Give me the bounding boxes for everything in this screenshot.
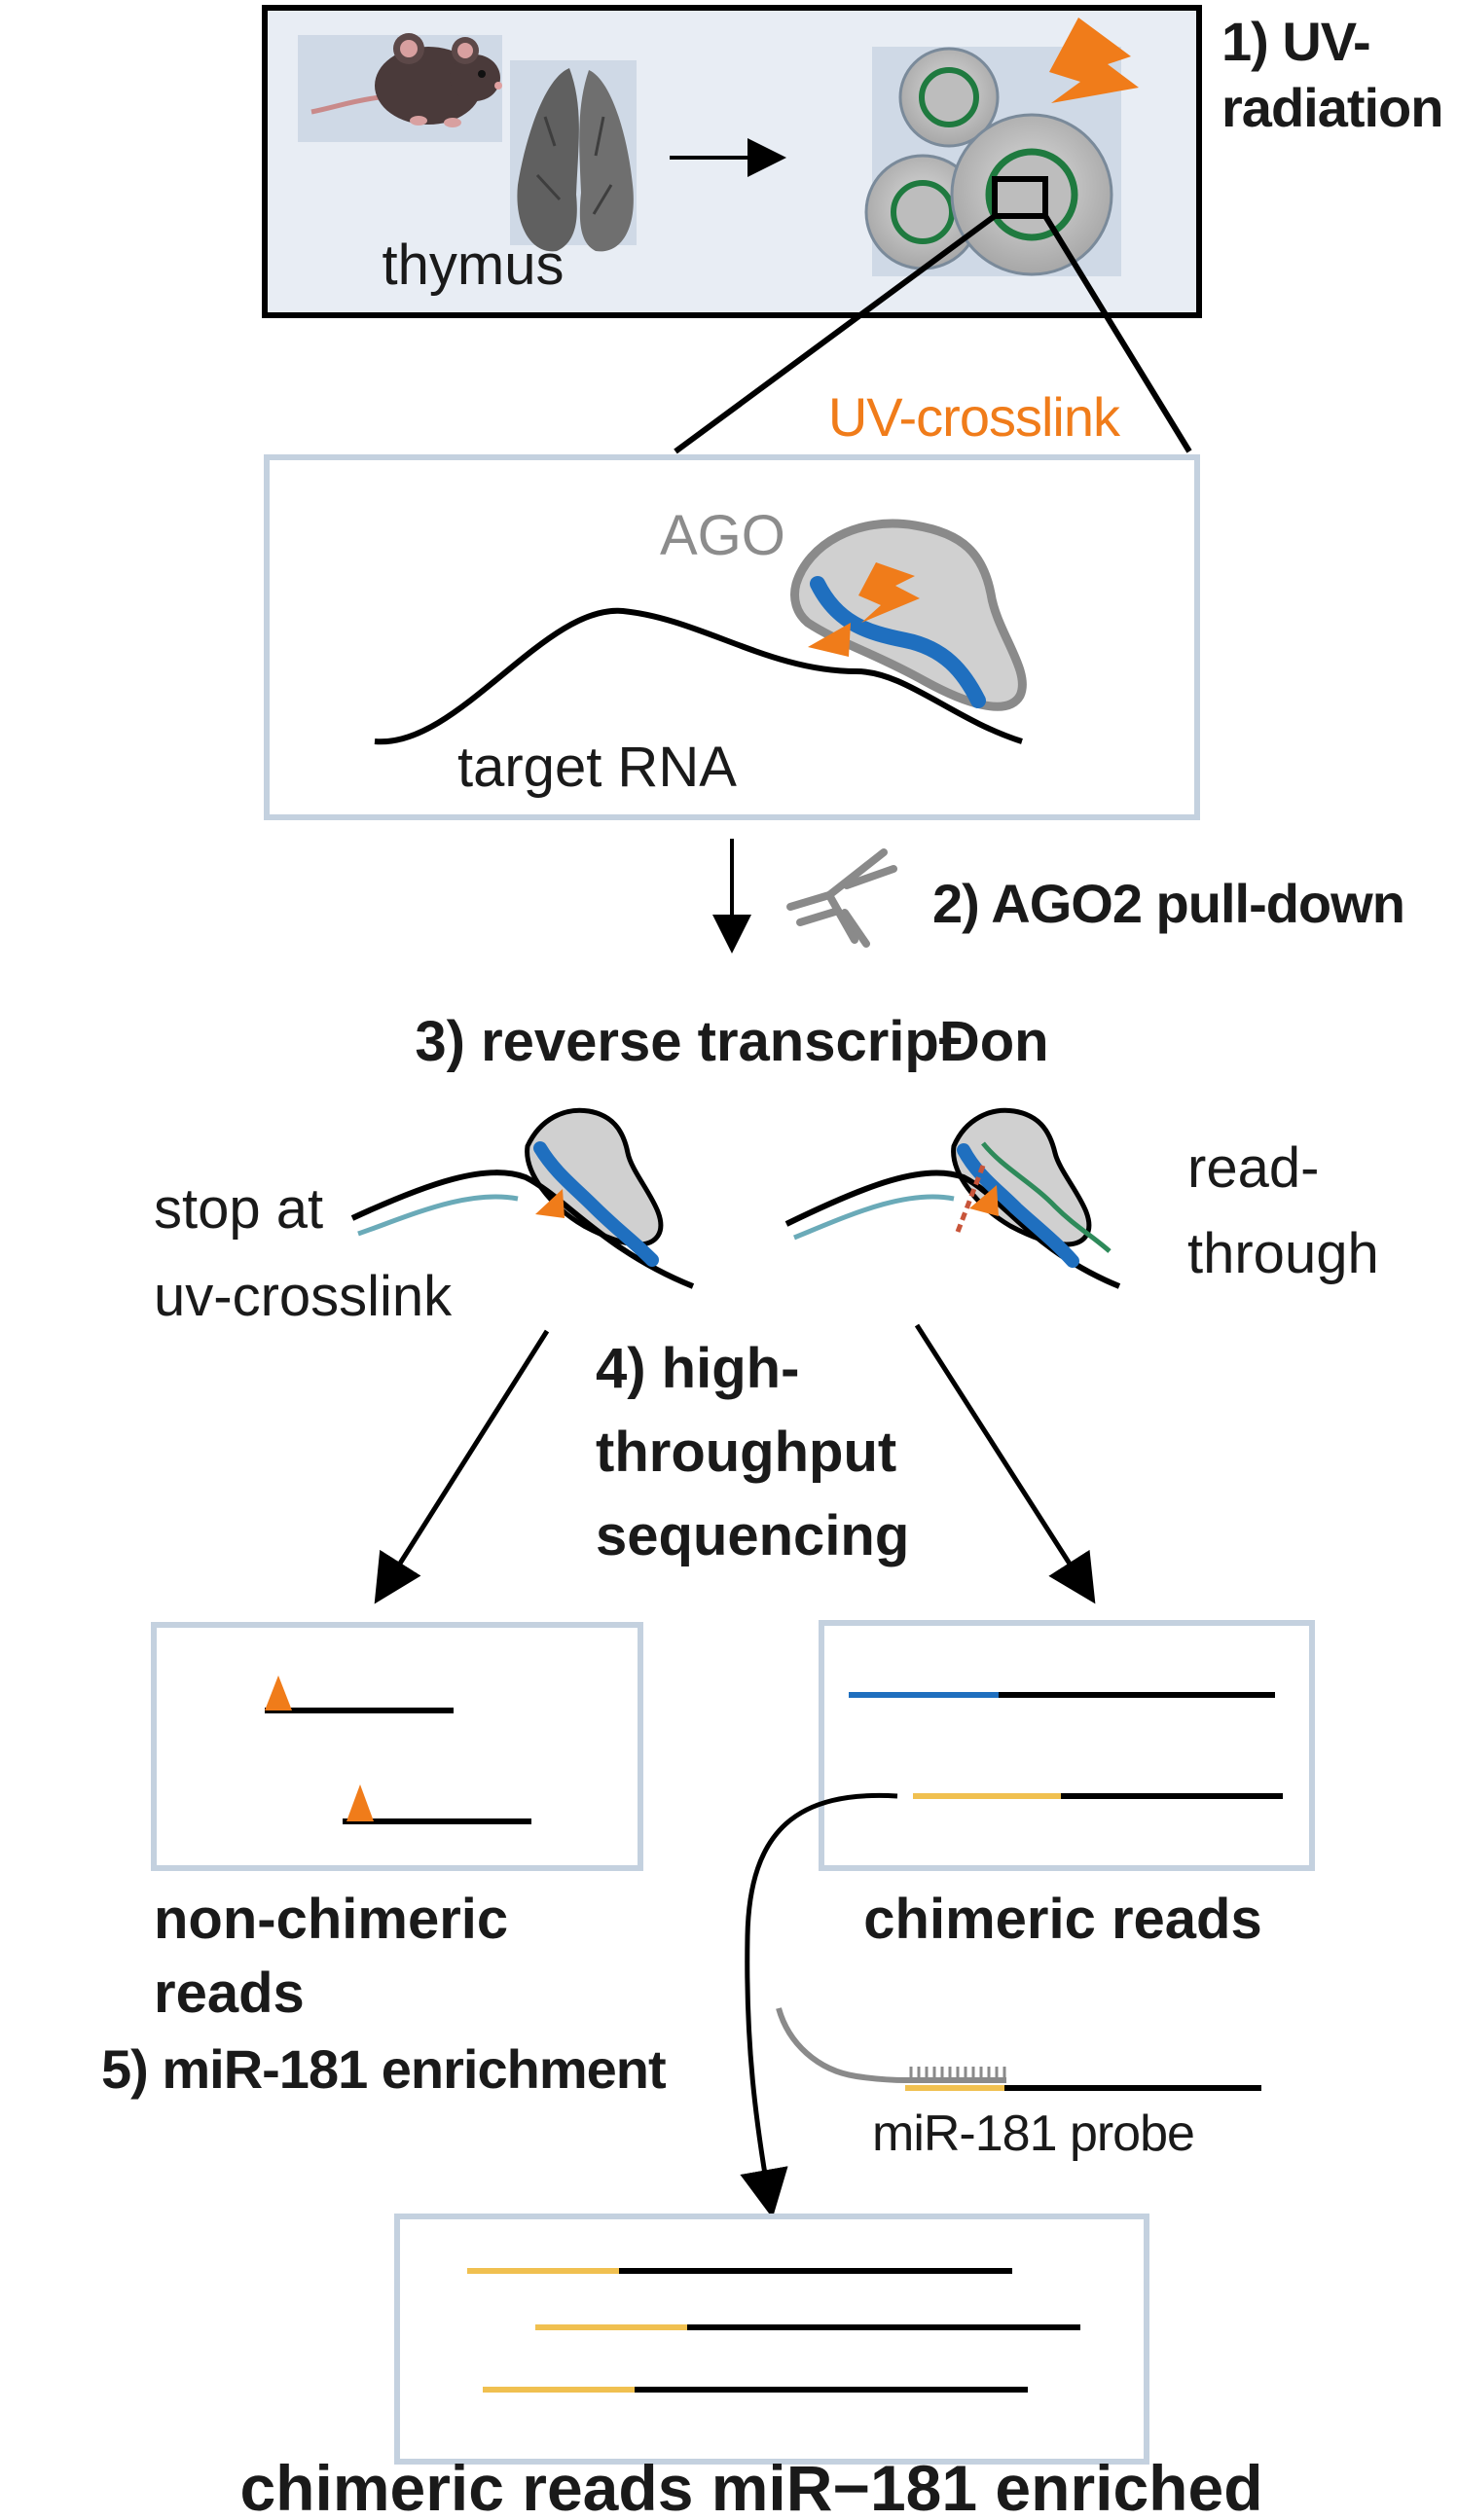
- step4-label-line3: sequencing: [596, 1504, 909, 1567]
- chimeric-reads-label: chimeric reads: [863, 1888, 1261, 1951]
- antibody-icon: [786, 848, 897, 948]
- thymus-icon: [510, 60, 637, 252]
- crosslink-panel: AGO target RNA: [264, 454, 1200, 820]
- step4-label-line1: 4) high-: [596, 1337, 799, 1400]
- crosslink-marker: [808, 623, 851, 657]
- chimeric-panel: [819, 1620, 1315, 1871]
- enriched-panel: [394, 2214, 1149, 2465]
- stop-label-line2: uv-crosslink: [154, 1265, 453, 1328]
- step1-label-line2: radiation: [1221, 77, 1442, 138]
- thymus-label: thymus: [383, 234, 565, 297]
- mouse-icon: [298, 33, 502, 142]
- enrichment-arrow: [740, 1792, 898, 2218]
- arrow-to-nonchimeric: [374, 1329, 550, 1604]
- readthrough-label-line1: read-: [1187, 1136, 1319, 1200]
- nonchimeric-panel: [151, 1622, 643, 1871]
- readthrough-label-line2: through: [1187, 1222, 1379, 1285]
- final-title: chimeric reads miR−181 enriched: [239, 2452, 1262, 2515]
- step4-label-line2: throughput: [596, 1421, 896, 1484]
- lightning-icon: [1049, 18, 1139, 103]
- step1-label-line1: 1) UV-: [1221, 11, 1370, 72]
- lightning-icon: [858, 562, 920, 623]
- target-rna-label: target RNA: [457, 736, 737, 799]
- rt-stop-illustration: [350, 1107, 695, 1289]
- zoom-line-right: [1042, 214, 1192, 453]
- ago-label: AGO: [660, 504, 785, 567]
- target-rna-strand: [374, 607, 1023, 745]
- uv-crosslink-label: UV-crosslink: [828, 386, 1121, 448]
- step3-label: 3) reverse transcripÐon: [415, 1010, 1048, 1073]
- zoom-line-left: [674, 213, 997, 454]
- step5-label: 5) miR-181 enrichment: [101, 2038, 666, 2100]
- probe-label: miR-181 probe: [872, 2106, 1194, 2162]
- rt-readthrough-illustration: [784, 1107, 1121, 1289]
- step1-panel: thymus: [262, 5, 1202, 318]
- zoom-square: [992, 176, 1048, 219]
- ago-protein: [790, 519, 1027, 711]
- mirna-strand: [810, 576, 986, 708]
- probe-illustration: [776, 2007, 1261, 2091]
- nonchimeric-label-line1: non-chimeric: [154, 1888, 508, 1951]
- nonchimeric-label-line2: reads: [154, 1962, 305, 2025]
- step2-label: 2) AGO2 pull-down: [932, 873, 1404, 934]
- arrow-to-chimeric: [914, 1323, 1096, 1604]
- stop-label-line1: stop at: [154, 1177, 323, 1241]
